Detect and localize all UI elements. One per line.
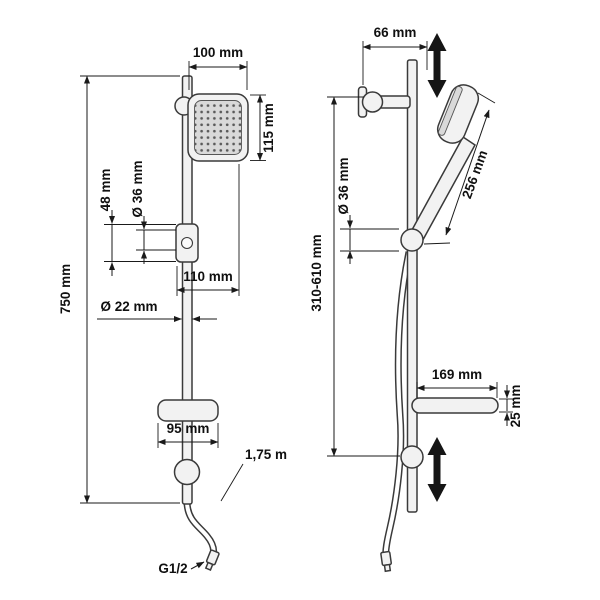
side-handshower-head xyxy=(436,84,480,144)
dim-holder-height: 48 mm xyxy=(98,169,176,276)
dim-lower-bracket-width-label: 95 mm xyxy=(167,421,210,436)
label-connection-thread: G1/2 xyxy=(158,561,205,576)
side-bracket-knob xyxy=(361,91,384,113)
dim-total-height: 750 mm xyxy=(58,75,180,504)
dim-lower-bracket-length: 169 mm xyxy=(416,367,498,398)
dim-adjustment-range-label: 310-610 mm xyxy=(309,234,324,311)
dim-wall-distance-label: 66 mm xyxy=(374,25,417,40)
side-view: 66 mm Ø 36 mm 256 mm 310-610 mm xyxy=(309,25,523,573)
label-hose-length: 1,75 m xyxy=(220,447,287,502)
front-bottom-knob xyxy=(173,458,201,486)
dim-wall-distance: 66 mm xyxy=(362,25,428,85)
dim-head-width-label: 100 mm xyxy=(193,45,243,60)
adjustment-arrow-top-icon xyxy=(427,33,447,98)
hose-side-core xyxy=(383,251,411,558)
front-view: 100 mm 115 mm Ø 36 mm 48 mm xyxy=(58,45,287,576)
dim-rail-diameter: Ø 22 mm xyxy=(97,299,217,323)
dim-holder-diameter-front-label: Ø 36 mm xyxy=(130,160,145,217)
dim-head-width: 100 mm xyxy=(188,45,248,90)
hose-front-core xyxy=(185,502,216,557)
dim-upper-span-label: 110 mm xyxy=(183,269,233,284)
dim-lower-bracket-width: 95 mm xyxy=(157,421,219,448)
dim-rail-diameter-label: Ø 22 mm xyxy=(100,299,157,314)
adjustment-arrow-bottom-icon xyxy=(427,437,447,502)
dim-head-height: 115 mm xyxy=(250,94,276,161)
side-lower-bracket-arm xyxy=(411,397,499,414)
dim-head-height-label: 115 mm xyxy=(261,103,276,153)
dim-total-height-label: 750 mm xyxy=(58,264,73,314)
label-hose-length-text: 1,75 m xyxy=(245,447,287,462)
dim-holder-height-label: 48 mm xyxy=(98,169,113,212)
side-rail xyxy=(406,59,418,513)
dim-lower-bracket-length-label: 169 mm xyxy=(432,367,482,382)
dim-holder-diameter-side-label: Ø 36 mm xyxy=(336,157,351,214)
front-handshower-nozzles xyxy=(194,100,242,155)
dim-upper-span: 110 mm xyxy=(176,164,240,296)
dim-lower-bracket-height: 25 mm xyxy=(499,385,523,428)
label-connection-thread-text: G1/2 xyxy=(158,561,187,576)
dim-holder-diameter-front: Ø 36 mm xyxy=(130,160,176,264)
dim-adjustment-range: 310-610 mm xyxy=(309,96,400,457)
dim-holder-diameter-side: Ø 36 mm xyxy=(336,157,399,264)
front-holder-button xyxy=(180,236,194,250)
dim-lower-bracket-height-label: 25 mm xyxy=(508,385,523,428)
side-rail-clamp xyxy=(400,445,424,469)
hose-connector-front xyxy=(204,549,220,571)
hose-connector-side xyxy=(380,550,392,573)
side-slider-holder xyxy=(400,228,424,252)
front-lower-bracket xyxy=(157,399,219,422)
